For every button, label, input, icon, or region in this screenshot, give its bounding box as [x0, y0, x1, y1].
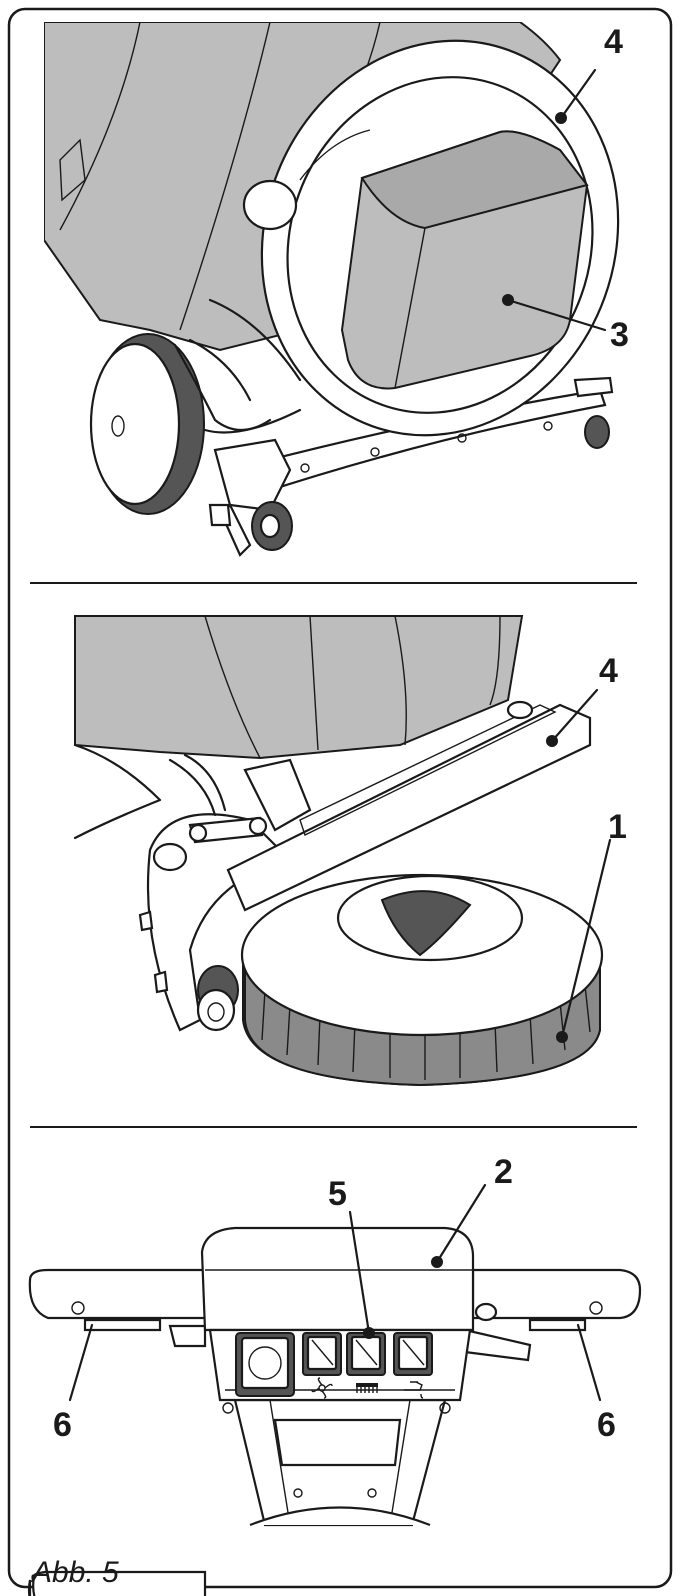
figure-caption: Abb. 5	[30, 1556, 119, 1589]
callout-filter-box: 3	[610, 316, 629, 354]
callout-lever-left: 6	[53, 1406, 72, 1444]
callout-squeegee: 4	[599, 652, 618, 690]
callout-brush: 1	[608, 808, 627, 846]
panel-bottom-illustration	[27, 1183, 642, 1596]
brush-switch[interactable]	[346, 1332, 386, 1376]
water-switch[interactable]	[393, 1332, 433, 1376]
fan-switch[interactable]	[302, 1332, 342, 1376]
callout-tank-lid: 4	[604, 23, 623, 61]
panel-top-illustration	[44, 22, 620, 557]
fan-icon	[311, 1377, 333, 1399]
water-tap-icon	[404, 1381, 424, 1399]
power-switch-icon[interactable]	[235, 1332, 295, 1397]
brush-icon	[356, 1383, 378, 1393]
callout-switch: 5	[328, 1175, 347, 1213]
callout-dashboard: 2	[494, 1153, 513, 1191]
panel-middle-illustration	[73, 615, 612, 1087]
callout-lever-right: 6	[597, 1406, 616, 1444]
